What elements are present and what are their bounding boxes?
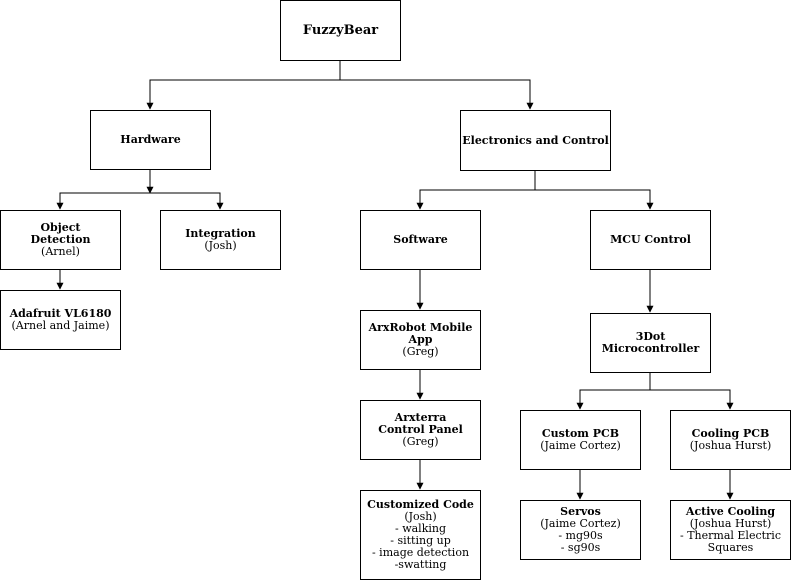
connector-microcontroller-custom-pcb — [576, 373, 651, 410]
node-customized-code-item: - walking — [394, 522, 446, 535]
node-arxterra-control-panel: Arxterra Control Panel (Greg) — [360, 400, 481, 460]
node-object-detection-title: Object Detection — [30, 221, 91, 246]
node-active-cooling-item: Squares — [707, 541, 754, 554]
connector-microcontroller-cooling-pcb — [650, 389, 734, 410]
node-3dot-microcontroller: 3Dot Microcontroller — [590, 313, 711, 373]
node-mcu-control-title: MCU Control — [610, 233, 691, 246]
node-software: Software — [360, 210, 481, 270]
node-adafruit-owner: (Arnel and Jaime) — [11, 319, 110, 332]
node-hardware-title: Hardware — [120, 133, 181, 146]
node-cooling-pcb-title: Cooling PCB — [691, 427, 770, 440]
node-customized-code-item: -swatting — [394, 558, 447, 571]
node-integration-title: Integration — [185, 227, 256, 240]
node-arxterra-owner: (Greg) — [402, 435, 439, 448]
node-active-cooling: Active Cooling (Joshua Hurst) - Thermal … — [670, 500, 791, 560]
node-customized-code-owner: (Josh) — [404, 510, 437, 523]
node-cooling-pcb: Cooling PCB (Joshua Hurst) — [670, 410, 791, 470]
node-servos: Servos (Jaime Cortez) - mg90s - sg90s — [520, 500, 641, 560]
node-adafruit-title: Adafruit VL6180 — [9, 307, 112, 320]
connector-fuzzybear-electronics — [340, 79, 534, 110]
node-arxrobot-owner: (Greg) — [402, 345, 439, 358]
node-object-detection: Object Detection (Arnel) — [0, 210, 121, 270]
node-customized-code-title: Customized Code — [367, 498, 474, 511]
connector-electronics-mcu — [535, 189, 654, 210]
connector-hardware-integration — [150, 192, 224, 210]
node-adafruit-vl6180: Adafruit VL6180 (Arnel and Jaime) — [0, 290, 121, 350]
node-electronics-title: Electronics and Control — [462, 133, 609, 147]
node-active-cooling-title: Active Cooling — [685, 505, 776, 518]
node-arxterra-title: Arxterra Control Panel — [378, 411, 463, 436]
node-servos-item: - sg90s — [560, 541, 601, 554]
node-integration-owner: (Josh) — [204, 239, 237, 252]
node-integration: Integration (Josh) — [160, 210, 281, 270]
node-mcu-control: MCU Control — [590, 210, 711, 270]
node-customized-code-item: - image detection — [371, 546, 470, 559]
node-customized-code: Customized Code (Josh) - walking - sitti… — [360, 490, 481, 580]
node-custom-pcb: Custom PCB (Jaime Cortez) — [520, 410, 641, 470]
node-custom-pcb-owner: (Jaime Cortez) — [540, 439, 621, 452]
node-fuzzybear: FuzzyBear — [280, 0, 401, 61]
node-hardware: Hardware — [90, 110, 211, 170]
node-cooling-pcb-owner: (Joshua Hurst) — [689, 439, 772, 452]
node-arxrobot-mobile-app: ArxRobot Mobile App (Greg) — [360, 310, 481, 370]
node-microcontroller-title: 3Dot Microcontroller — [601, 330, 700, 355]
node-arxrobot-title: ArxRobot Mobile App — [368, 321, 473, 346]
node-object-detection-owner: (Arnel) — [41, 245, 80, 258]
node-servos-owner: (Jaime Cortez) — [540, 517, 621, 530]
node-servos-title: Servos — [560, 505, 601, 518]
node-electronics-and-control: Electronics and Control — [460, 110, 611, 171]
node-active-cooling-owner: (Joshua Hurst) — [689, 517, 772, 530]
node-servos-item: - mg90s — [558, 529, 603, 542]
node-fuzzybear-title: FuzzyBear — [302, 22, 379, 38]
connector-electronics-software — [416, 171, 536, 210]
connector-fuzzybear-hardware — [146, 61, 341, 110]
node-active-cooling-item: - Thermal Electric — [680, 529, 781, 542]
node-customized-code-item: - sitting up — [390, 534, 451, 547]
connector-hardware-object-detection — [56, 192, 150, 210]
node-custom-pcb-title: Custom PCB — [541, 427, 620, 440]
node-software-title: Software — [393, 233, 448, 246]
